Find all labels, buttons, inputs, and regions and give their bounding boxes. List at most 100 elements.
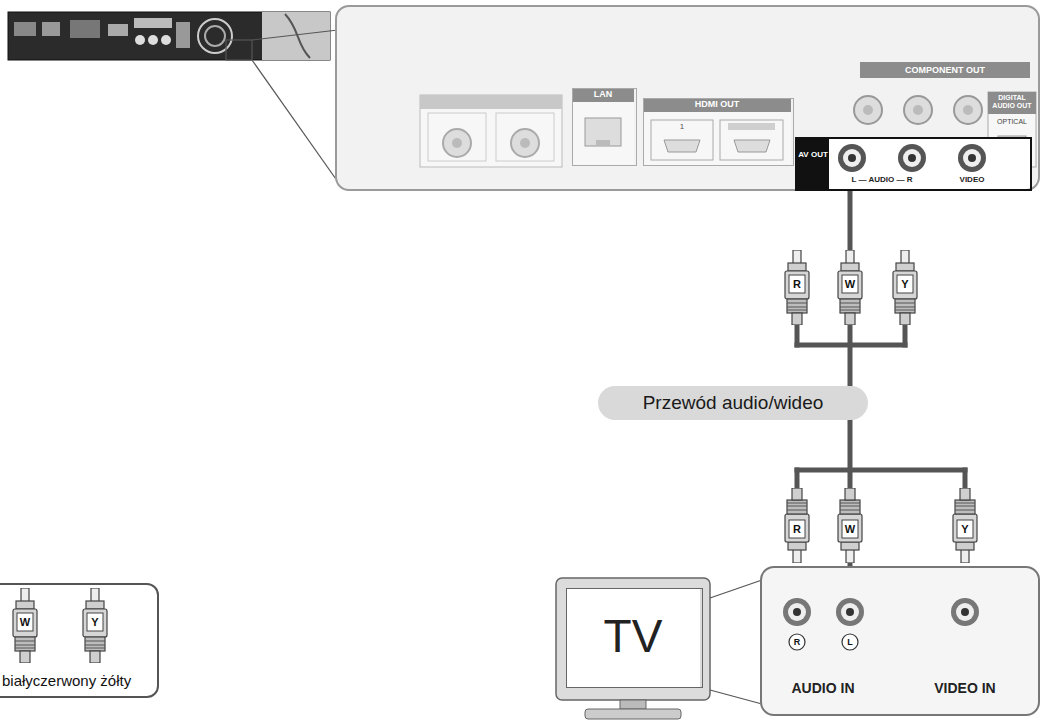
port-label: L — AUDIO — R <box>832 175 932 184</box>
rca-plugs-part <box>838 488 862 563</box>
port-box: HDMI OUT1 <box>643 98 794 166</box>
plug-color-legend <box>0 583 158 698</box>
rear-panel-zoom-part <box>903 149 921 167</box>
plug-color-legend-part <box>13 588 37 663</box>
rear-panel-zoom <box>335 5 1040 191</box>
av-cable-part <box>795 470 800 488</box>
rca-plugs-part <box>893 250 917 325</box>
tv-input-panel-part <box>842 634 858 650</box>
rear-panel-zoom-part <box>838 144 866 172</box>
tv-input-panel-part <box>760 566 1040 716</box>
tv-input-panel-part <box>783 598 811 626</box>
rear-panel-zoom-part <box>728 123 775 130</box>
rear-panel-zoom-part <box>898 144 926 172</box>
plug-letter: W <box>20 616 30 628</box>
tv-input-panel-part <box>788 603 806 621</box>
connector-group-label: COMPONENT OUT <box>860 65 1030 75</box>
rear-panel-zoom-part <box>596 140 610 146</box>
rear-panel-zoom-part <box>420 95 562 109</box>
av-cable-part <box>797 343 905 348</box>
tv-monitor <box>556 578 762 719</box>
rear-panel-zoom-part <box>335 5 1040 191</box>
rear-panel-zoom-part <box>572 88 634 102</box>
player-rear-thumbnail-part <box>198 19 232 53</box>
av-cable-part <box>797 468 965 473</box>
tv-input-panel <box>760 566 1040 716</box>
rear-panel-zoom-part <box>848 154 856 162</box>
rear-panel: LAN HDMI OUT1AV OUT L — AUDIO — R VIDEO COMP… <box>335 5 1040 191</box>
rear-panel-zoom-part <box>496 113 554 161</box>
rear-panel-zoom-part <box>968 154 976 162</box>
player-rear-thumbnail-part <box>161 35 171 45</box>
port-box: LAN <box>572 88 637 166</box>
connector-group-label: LAN <box>572 89 634 99</box>
rear-panel-zoom-part <box>908 154 916 162</box>
connector-group-label: HDMI OUT <box>643 99 791 109</box>
tv-monitor-part <box>556 578 710 700</box>
rear-panel-zoom-part <box>585 118 621 146</box>
tv-input-panel-part <box>846 608 854 616</box>
player-rear-thumbnail-part <box>252 30 338 40</box>
rca-plugs-part <box>953 488 977 563</box>
plug-letter: Y <box>91 616 98 628</box>
av-cable-part <box>963 470 968 488</box>
av-cable-part <box>903 325 908 345</box>
tv-monitor-part <box>620 700 646 709</box>
player-rear-thumbnail-part <box>226 40 252 60</box>
rear-panel-zoom-part <box>958 144 986 172</box>
tv-input-panel-part <box>789 634 805 650</box>
rear-panel-zoom-part <box>651 120 713 160</box>
rear-panel-zoom-part <box>860 62 1030 78</box>
tv-input-panel-part <box>836 598 864 626</box>
plug-letter: R <box>793 278 801 290</box>
legend-text: białyczerwony żółty <box>2 672 156 689</box>
rear-panel-zoom-part <box>854 96 882 124</box>
rear-panel-zoom-part <box>720 120 783 160</box>
tv-label: TV <box>566 610 700 663</box>
port-label: VIDEO <box>942 175 1002 184</box>
rca-plugs-part <box>838 250 862 325</box>
tv-input-panel-part <box>951 598 979 626</box>
rear-panel-zoom-part <box>988 92 1036 114</box>
connector-group-label: DIGITAL AUDIO OUT <box>988 94 1036 110</box>
rear-panel-zoom-part <box>843 149 861 167</box>
plug-color-legend-part <box>0 583 158 698</box>
player-rear-thumbnail-part <box>135 35 145 45</box>
legend-box: białyczerwony żółty <box>0 583 159 698</box>
rear-panel-zoom-part <box>797 139 829 189</box>
tv-monitor-part <box>566 588 700 688</box>
player-rear-thumbnail-part <box>14 22 36 36</box>
plug-letter: Y <box>961 523 968 535</box>
rear-panel-zoom-part <box>520 138 530 148</box>
plug-color-legend-part <box>83 588 107 663</box>
player-rear-thumbnail-part <box>205 26 225 46</box>
player-rear-thumbnail <box>8 12 338 182</box>
tv-input-panel-part <box>793 608 801 616</box>
rear-panel-zoom-part <box>954 96 982 124</box>
channel-letter: L <box>847 637 853 647</box>
tv-monitor-part <box>710 690 762 704</box>
player-rear-thumbnail-part <box>262 12 330 60</box>
av-out-box: AV OUT L — AUDIO — R VIDEO <box>795 137 1032 191</box>
cable-label: Przewód audio/wideo <box>598 386 868 420</box>
plug-letter: W <box>845 278 855 290</box>
rear-panel-zoom-part <box>511 129 539 157</box>
rear-panel-zoom-part <box>795 137 1032 191</box>
rear-panel-zoom-part <box>913 105 923 115</box>
rear-panel-zoom-part <box>664 140 700 152</box>
rear-panel-zoom-part <box>452 138 462 148</box>
rear-panel-zoom-part <box>643 98 791 166</box>
rear-panel-zoom-part <box>734 140 770 152</box>
player-rear-thumbnail-part <box>176 22 190 48</box>
player-rear-thumbnail-part <box>148 35 158 45</box>
tv-monitor-part <box>585 709 681 719</box>
player-rear-thumbnail-part <box>42 22 60 36</box>
rear-panel-zoom-part <box>904 96 932 124</box>
plug-letter: W <box>845 523 855 535</box>
player-rear-thumbnail-part <box>252 60 338 182</box>
tv-monitor-part <box>710 580 762 598</box>
connector-group-label: AV OUT <box>797 150 829 159</box>
input-label: AUDIO IN <box>768 680 878 696</box>
tv-input-panel-part <box>956 603 974 621</box>
